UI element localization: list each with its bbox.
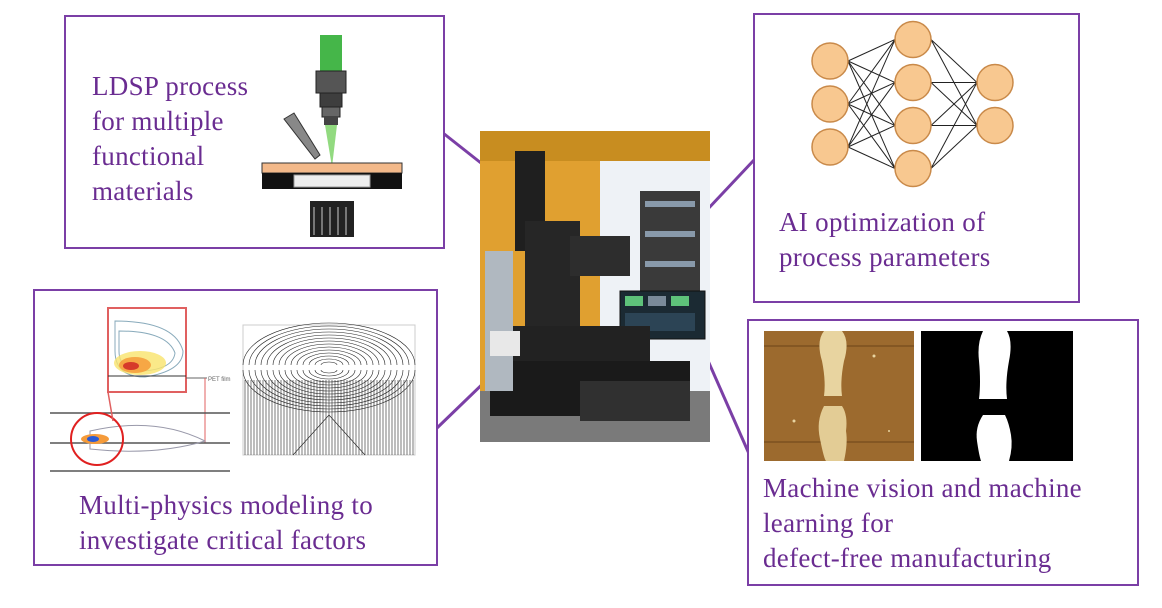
pet-film-label: PET film <box>208 377 231 383</box>
nn-edge <box>930 82 978 126</box>
multiphysics-label: Multi-physics modeling to investigate cr… <box>79 490 373 555</box>
nn-neuron-layer-3 <box>976 106 1014 145</box>
laser-focus-beam <box>325 125 337 167</box>
deposition-nozzle <box>283 112 321 160</box>
nn-neuron-layer-2 <box>894 106 932 145</box>
mesh-simulation-plot <box>242 322 416 456</box>
nn-edge <box>847 39 896 105</box>
multiphysics-panel: PET film Multi-physics modeling to inves… <box>33 289 438 566</box>
nn-neuron-layer-2 <box>894 20 932 59</box>
nn-edge <box>930 39 978 83</box>
nn-neuron-layer-3 <box>976 63 1014 102</box>
nn-edge <box>847 39 896 62</box>
nn-edge <box>847 82 896 148</box>
ldsp-label: LDSP process for multiple functional mat… <box>92 71 249 206</box>
neural-network-diagram <box>811 20 1014 188</box>
laser-head <box>315 70 347 94</box>
nn-neuron-layer-1 <box>811 42 849 80</box>
vision-label: Machine vision and machine learning for … <box>763 473 1082 573</box>
nn-neuron-layer-1 <box>811 128 849 166</box>
nn-neuron-layer-2 <box>894 149 932 188</box>
ai-label: AI optimization of process parameters <box>779 207 991 272</box>
nn-edge <box>847 39 896 148</box>
nn-edge <box>847 146 896 169</box>
microscope-image <box>764 331 914 461</box>
nn-neuron-layer-2 <box>894 63 932 102</box>
vision-panel: Machine vision and machine learning for … <box>747 319 1139 586</box>
thermal-simulation-plot: PET film <box>50 307 231 472</box>
laser-beam-top <box>320 35 342 71</box>
ldsp-system-photo <box>480 131 710 442</box>
nn-neuron-layer-1 <box>811 85 849 123</box>
segmentation-mask <box>921 331 1073 461</box>
ldsp-panel: LDSP process for multiple functional mat… <box>64 15 445 249</box>
nn-edge <box>847 125 896 148</box>
ldsp-process-illustration <box>261 35 403 237</box>
ai-panel: AI optimization of process parameters <box>753 13 1080 303</box>
nn-edge <box>930 82 978 169</box>
nn-edge <box>930 125 978 169</box>
bottom-lens <box>310 201 354 237</box>
